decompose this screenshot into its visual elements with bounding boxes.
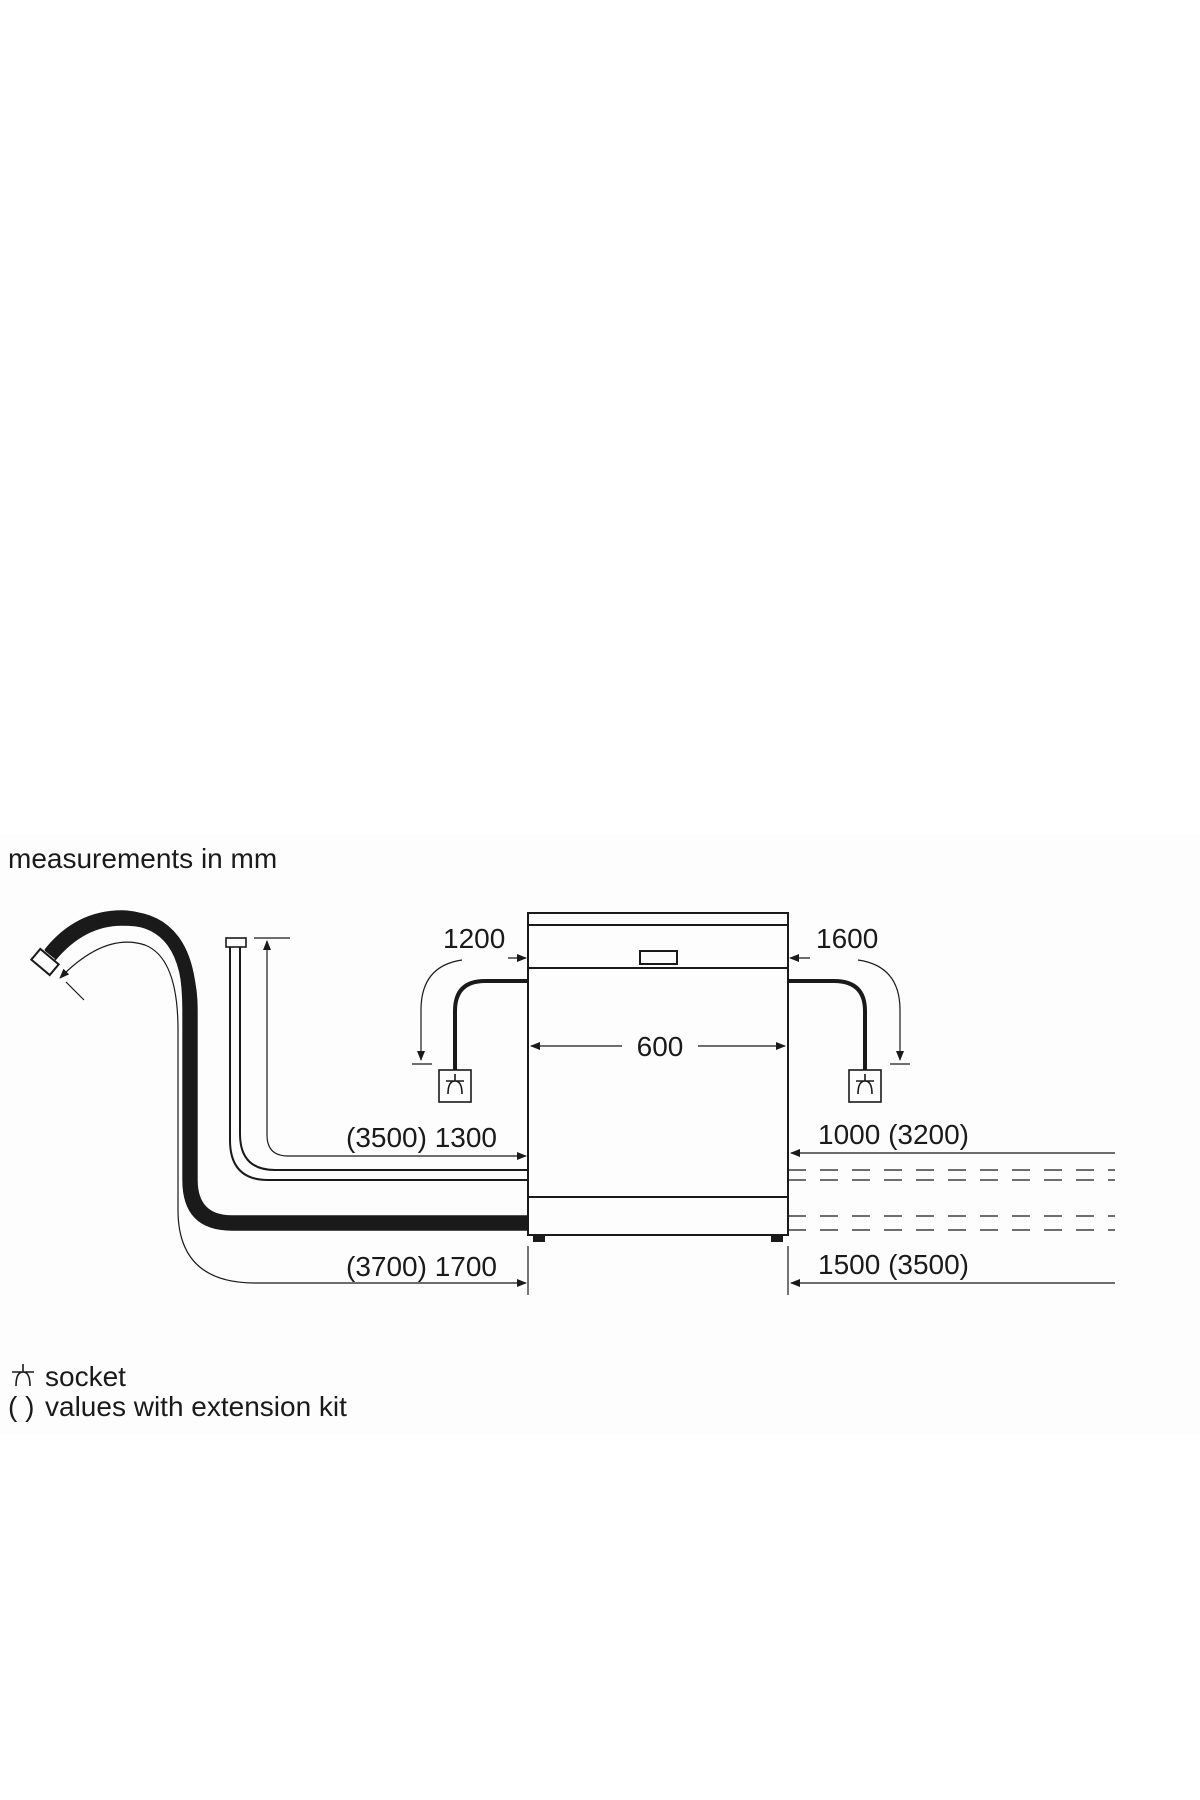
legend-extension-symbol: ( ) xyxy=(8,1391,34,1422)
dishwasher-foot-right xyxy=(771,1235,783,1242)
legend: socket ( ) values with extension kit xyxy=(8,1361,347,1422)
socket-icon xyxy=(848,1069,882,1103)
legend-socket-label: socket xyxy=(45,1361,126,1392)
dishwasher xyxy=(527,912,789,1242)
dim-drain-tick xyxy=(65,981,85,1001)
legend-extension-label: values with extension kit xyxy=(45,1391,347,1422)
dim-label-right-mid: 1000 (3200) xyxy=(818,1119,969,1150)
dim-label-left-mid: (3500) 1300 xyxy=(346,1122,497,1153)
dishwasher-foot-left xyxy=(533,1235,545,1242)
dim-label-left-bottom: (3700) 1700 xyxy=(346,1251,497,1282)
dishwasher-handle xyxy=(639,950,678,965)
hose-continuation-dashes xyxy=(788,1169,1115,1231)
dim-label-left-top: 1200 xyxy=(443,923,505,954)
header-label: measurements in mm xyxy=(8,843,277,874)
dishwasher-body xyxy=(527,912,789,1236)
socket-icon xyxy=(12,1364,34,1387)
dim-drain-guide xyxy=(59,941,527,1287)
dim-label-width: 600 xyxy=(637,1031,684,1062)
power-cable-right xyxy=(788,979,867,1070)
dim-arc-right-top xyxy=(857,959,904,1061)
dim-label-right-bottom: 1500 (3500) xyxy=(818,1249,969,1280)
dim-label-right-top: 1600 xyxy=(816,923,878,954)
